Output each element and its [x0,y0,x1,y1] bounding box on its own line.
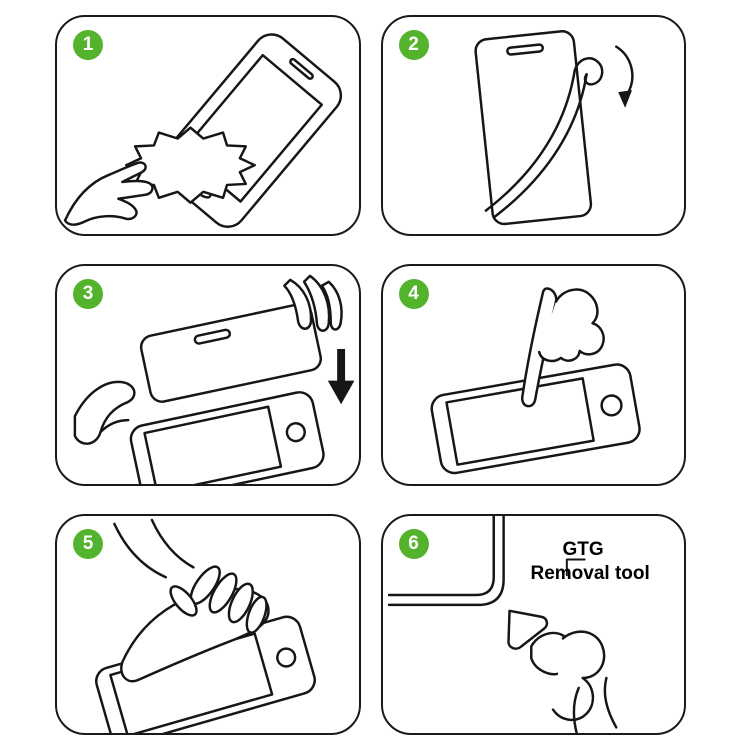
film-curl [573,57,603,86]
wrist-line [150,518,195,569]
align-glass-illustration [73,274,355,484]
step-number-badge: 4 [398,279,429,310]
right-hand-finger [283,278,313,331]
index-finger [520,287,557,408]
step-panel-4: 4 [380,264,686,486]
gripping-finger [245,595,268,634]
peeling-film-edge [484,69,576,212]
smooth-film-illustration [95,518,316,733]
step-panel-1: 1 [55,15,361,237]
phone-outline [129,391,325,484]
arrow-head [617,90,632,108]
step-panel-2: 2 [380,15,686,237]
wrist-line [113,522,168,579]
curved-arrow-icon [614,45,634,98]
screen-protector-outline [473,30,592,226]
step-number-badge: 2 [398,30,429,60]
hand [63,161,154,226]
gripping-finger [208,572,238,614]
peel-film-illustration [473,30,634,226]
pointer-line [565,558,586,576]
press-screen-illustration [429,287,641,475]
removal-tool-pick [506,609,548,650]
removal-tool-label-line2: Removal tool [530,563,650,585]
left-hand [73,380,136,446]
left-hand [99,419,130,434]
step-number-badge: 5 [73,528,103,559]
cleaning-cloth [125,126,256,204]
step-panel-5: 5 [55,513,361,735]
step-panel-6: 6 GTG Removal tool [380,513,686,735]
right-hand-finger [320,280,343,332]
wrist-line [572,686,580,733]
step-panel-3: 3 [55,264,361,486]
phone-outline [157,33,343,228]
wrist-line [603,676,617,729]
step-number-badge: 1 [73,30,103,60]
step-number-badge: 3 [73,279,103,310]
glass-protector-outline [139,303,323,404]
index-finger [551,630,605,721]
gripping-finger [227,582,254,623]
down-arrow-icon [327,349,355,405]
removal-tool-illustration [387,515,617,733]
clean-screen-illustration [63,33,343,228]
step-number-badge: 6 [398,528,429,559]
right-hand-finger [302,274,331,333]
glass-corner-edge [387,515,505,606]
peeling-film-edge [492,73,588,219]
removal-tool-label-line1: GTG [562,538,604,560]
glass-corner-edge [387,515,495,596]
thumb [169,584,198,617]
phone-outline [429,363,641,475]
removal-tool-label: GTG Removal tool [531,538,650,587]
curled-fingers [537,288,605,363]
